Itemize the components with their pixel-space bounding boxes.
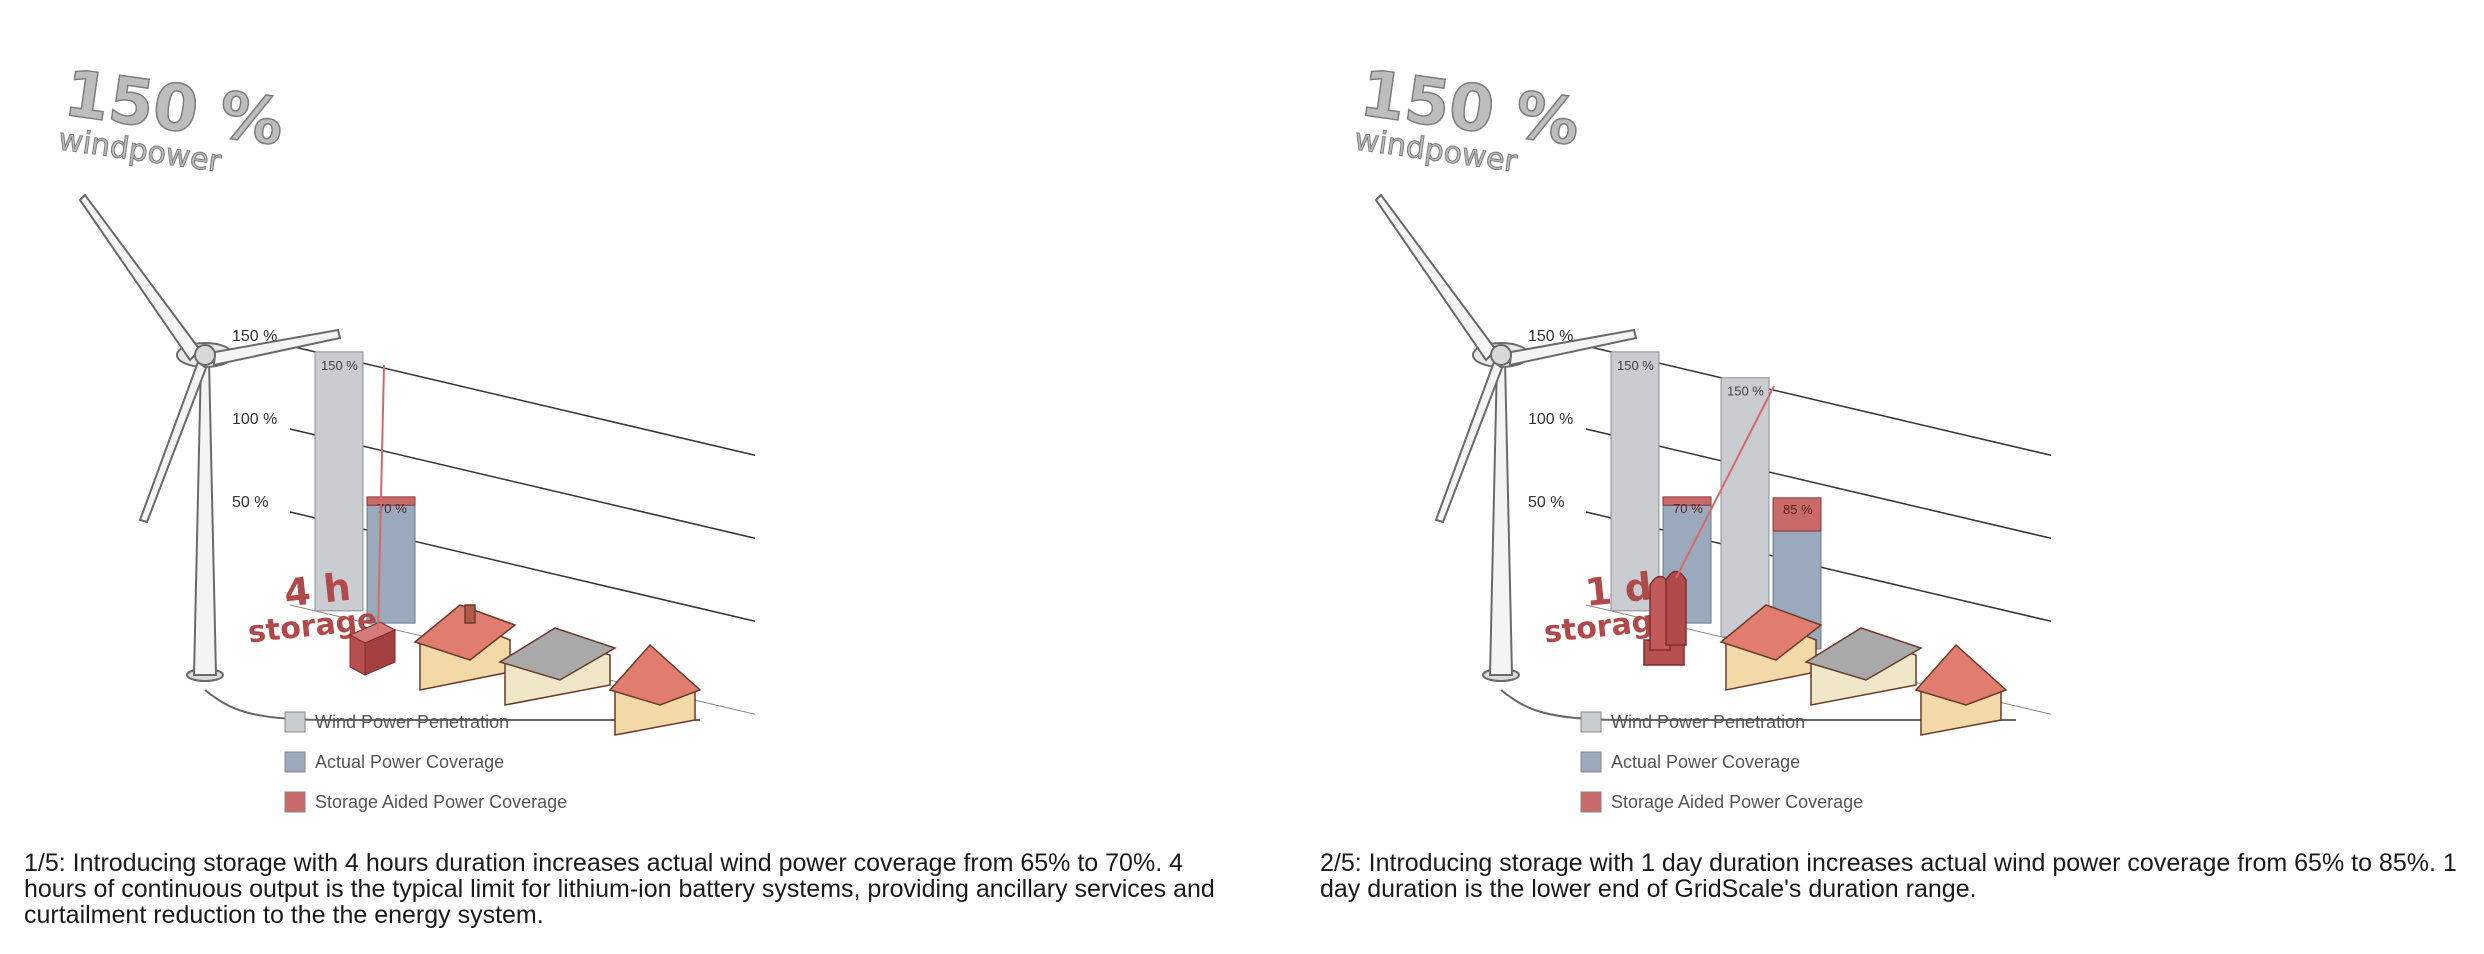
legend-swatch bbox=[284, 791, 306, 813]
legend-label: Storage Aided Power Coverage bbox=[1611, 792, 1863, 812]
legend-swatch bbox=[1580, 791, 1602, 813]
legend-label: Wind Power Penetration bbox=[315, 712, 509, 732]
legend-swatch bbox=[284, 751, 306, 773]
legend-label: Storage Aided Power Coverage bbox=[315, 792, 567, 812]
bar-storage-label: 85 % bbox=[1783, 502, 1813, 517]
y-tick-label: 150 % bbox=[1528, 328, 1573, 345]
panel-1: 150 %100 %50 % 150 % windpower 150 %70 %… bbox=[24, 56, 1215, 929]
bar-top-label: 150 % bbox=[1727, 384, 1764, 399]
y-tick-label: 150 % bbox=[232, 328, 277, 345]
storage-tanks-icon bbox=[1643, 570, 1687, 666]
caption: 1/5: Introducing storage with 4 hours du… bbox=[24, 849, 1215, 929]
legend-label: Actual Power Coverage bbox=[315, 752, 504, 772]
gridline bbox=[1585, 345, 2052, 457]
legend-swatch bbox=[1580, 711, 1602, 733]
legend-swatch bbox=[284, 711, 306, 733]
y-tick-label: 100 % bbox=[1528, 411, 1573, 428]
legend-label: Actual Power Coverage bbox=[1611, 752, 1800, 772]
bar-storage-aided-power-coverage bbox=[1772, 497, 1822, 532]
bar-storage-aided-power-coverage bbox=[1662, 496, 1712, 506]
bar-wind-power-penetration bbox=[1720, 377, 1770, 638]
bar-storage-label: 70 % bbox=[377, 501, 407, 516]
chart-panel-2: 150 %100 %50 % 150 % windpower 150 %70 %… bbox=[1352, 56, 2052, 813]
houses-icon bbox=[1719, 604, 2008, 736]
y-tick-label: 50 % bbox=[232, 494, 268, 511]
bar-storage-label: 70 % bbox=[1673, 501, 1703, 516]
legend-swatch bbox=[1580, 751, 1602, 773]
gridline bbox=[289, 345, 756, 457]
caption: 2/5: Introducing storage with 1 day dura… bbox=[1320, 849, 2457, 903]
storage-duration-label: 1 d bbox=[1583, 564, 1654, 615]
y-tick-label: 50 % bbox=[1528, 494, 1564, 511]
y-tick-label: 100 % bbox=[232, 411, 277, 428]
bar-wind-power-penetration bbox=[314, 351, 364, 612]
gridline bbox=[1585, 428, 2052, 540]
bar-top-label: 150 % bbox=[321, 358, 358, 373]
bar-wind-power-penetration bbox=[1610, 351, 1660, 612]
battery-storage-icon bbox=[348, 621, 397, 676]
storage-duration-label: 4 h bbox=[282, 565, 353, 616]
houses-icon bbox=[413, 604, 702, 736]
panel-2: 150 %100 %50 % 150 % windpower 150 %70 %… bbox=[1296, 0, 2484, 954]
chart-panel-1: 150 %100 %50 % 150 % windpower 150 %70 %… bbox=[56, 56, 756, 813]
legend-label: Wind Power Penetration bbox=[1611, 712, 1805, 732]
wind-turbine-icon bbox=[78, 193, 700, 721]
bar-storage-aided-power-coverage bbox=[366, 496, 416, 506]
wind-turbine-icon bbox=[1374, 193, 2016, 721]
gridline bbox=[289, 428, 756, 540]
bar-top-label: 150 % bbox=[1617, 358, 1654, 373]
bar-actual-power-coverage bbox=[366, 504, 416, 624]
